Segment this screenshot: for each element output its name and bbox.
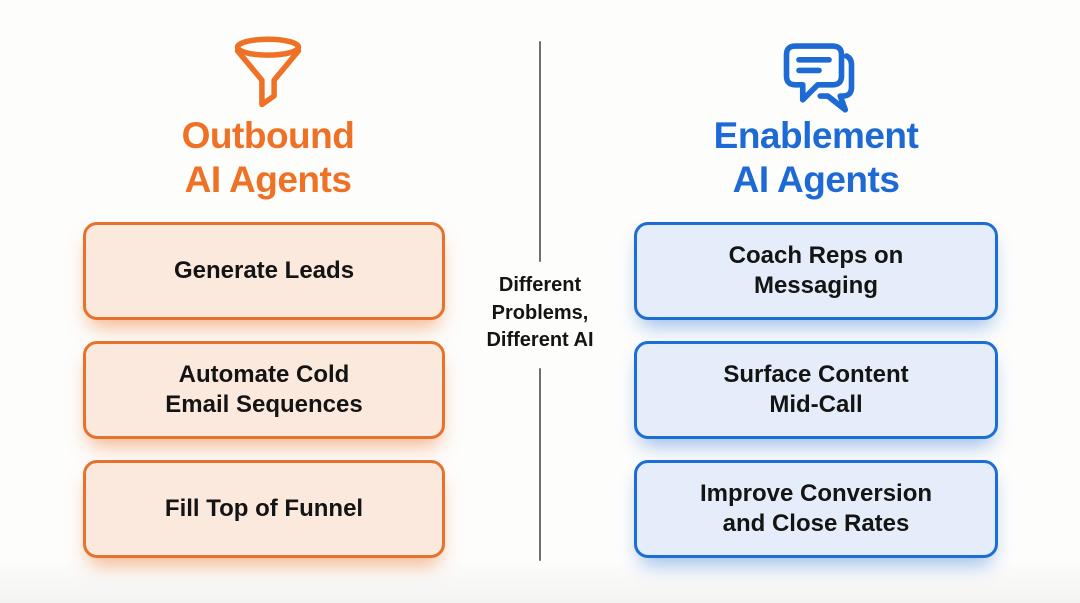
outbound-box-generate-leads: Generate Leads [83,222,445,320]
outbound-box-top-of-funnel: Fill Top of Funnel [83,460,445,558]
box-label: Coach Reps on Messaging [728,242,904,299]
divider-line-bottom [539,368,541,561]
outbound-title: Outbound AI Agents [181,115,355,200]
funnel-icon [234,36,302,108]
enablement-box-coach-reps: Coach Reps on Messaging [634,222,998,320]
enablement-box-improve-conversion: Improve Conversion and Close Rates [634,460,998,558]
center-caption: Different Problems, Different AI [486,274,594,351]
box-label: Improve Conversion and Close Rates [699,480,933,537]
outbound-box-cold-email: Automate Cold Email Sequences [83,341,445,439]
chat-bubbles-icon [783,43,855,113]
box-label: Generate Leads [173,257,355,284]
enablement-box-surface-content: Surface Content Mid-Call [634,341,998,439]
divider-line-top [539,41,541,262]
enablement-title: Enablement AI Agents [713,115,919,200]
box-label: Automate Cold Email Sequences [165,361,363,418]
box-label: Fill Top of Funnel [164,495,364,522]
box-label: Surface Content Mid-Call [723,361,909,418]
